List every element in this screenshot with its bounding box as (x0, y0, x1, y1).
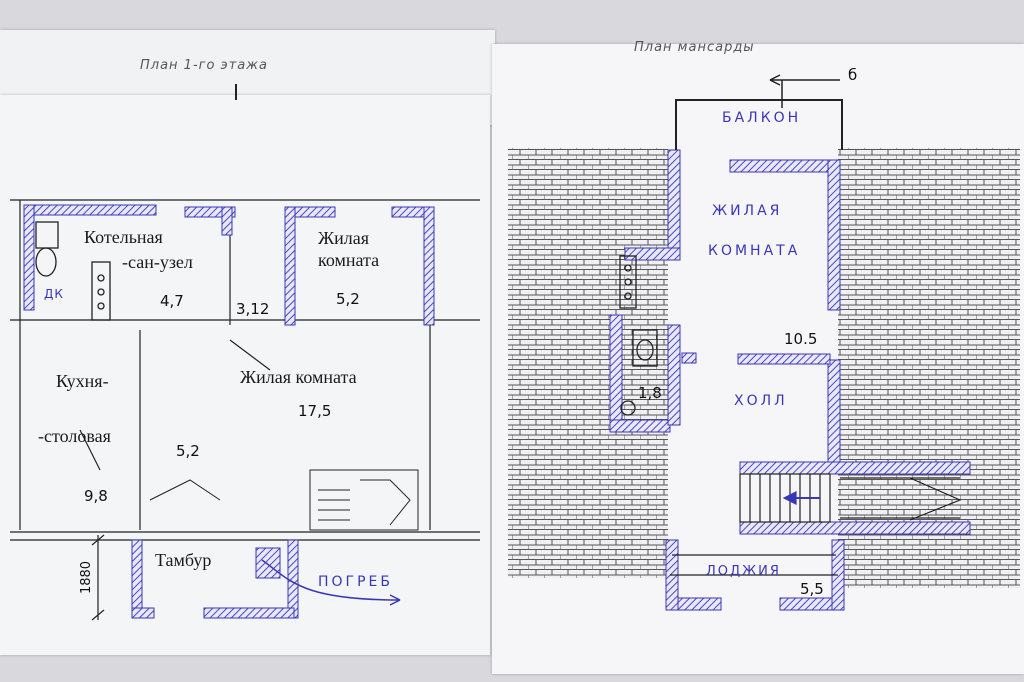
attic-stair (739, 473, 962, 523)
balcony-frame (675, 99, 843, 150)
paper-sheet-first-floor (0, 95, 490, 655)
attic-wc-fixtures (619, 255, 658, 416)
attic-hall: ХОЛЛ (734, 393, 788, 409)
room-boiler: Котельная (84, 227, 163, 247)
area-living-small: 5,2 (336, 290, 360, 308)
area-boiler: 4,7 (160, 292, 184, 310)
loggia-frame (670, 554, 838, 576)
room-kitchen-2: -столовая (38, 426, 111, 446)
area-kitchen: 9,8 (84, 487, 108, 505)
room-living-small: Жилая (318, 228, 370, 248)
cellar-label: ПОГРЕБ (318, 574, 393, 590)
section-letter: б (848, 66, 858, 84)
first-floor-outline (10, 199, 480, 541)
cellar-arrow (261, 559, 401, 606)
area-hall: 5,2 (176, 442, 200, 460)
loggia-label: ЛОДЖИЯ (706, 564, 781, 579)
dimension-line (91, 534, 105, 621)
room-living-big: Жилая комната (240, 367, 357, 387)
first-floor-stair (149, 469, 419, 531)
first-floor-fixtures (35, 221, 111, 321)
loggia-area: 5,5 (800, 580, 824, 598)
attic-living-area: 10.5 (784, 330, 818, 348)
roof-right (838, 148, 1020, 588)
first-floor-hatched-walls (23, 204, 435, 619)
attic-title: План мансарды (634, 40, 755, 55)
attic-living-2: КОМНАТА (708, 243, 801, 259)
roof-left (508, 148, 668, 578)
attic-living-1: ЖИЛАЯ (712, 203, 783, 219)
balcony-label: БАЛКОН (722, 110, 802, 126)
dk-label: ДК (44, 287, 64, 301)
room-living-small-2: комната (318, 250, 380, 270)
room-vestibule: Тамбур (155, 550, 212, 570)
section-mark (769, 74, 840, 108)
attic-walls (609, 149, 971, 611)
attic-wc-area: 1,8 (638, 384, 662, 402)
first-floor-title: План 1-го этажа (140, 58, 268, 73)
dimension-label: 1880 (79, 560, 95, 595)
area-bathroom: 3,12 (236, 300, 270, 318)
room-bathroom: -сан-узел (122, 252, 193, 272)
room-kitchen-1: Кухня- (56, 371, 109, 391)
area-living-big: 17,5 (298, 402, 332, 420)
